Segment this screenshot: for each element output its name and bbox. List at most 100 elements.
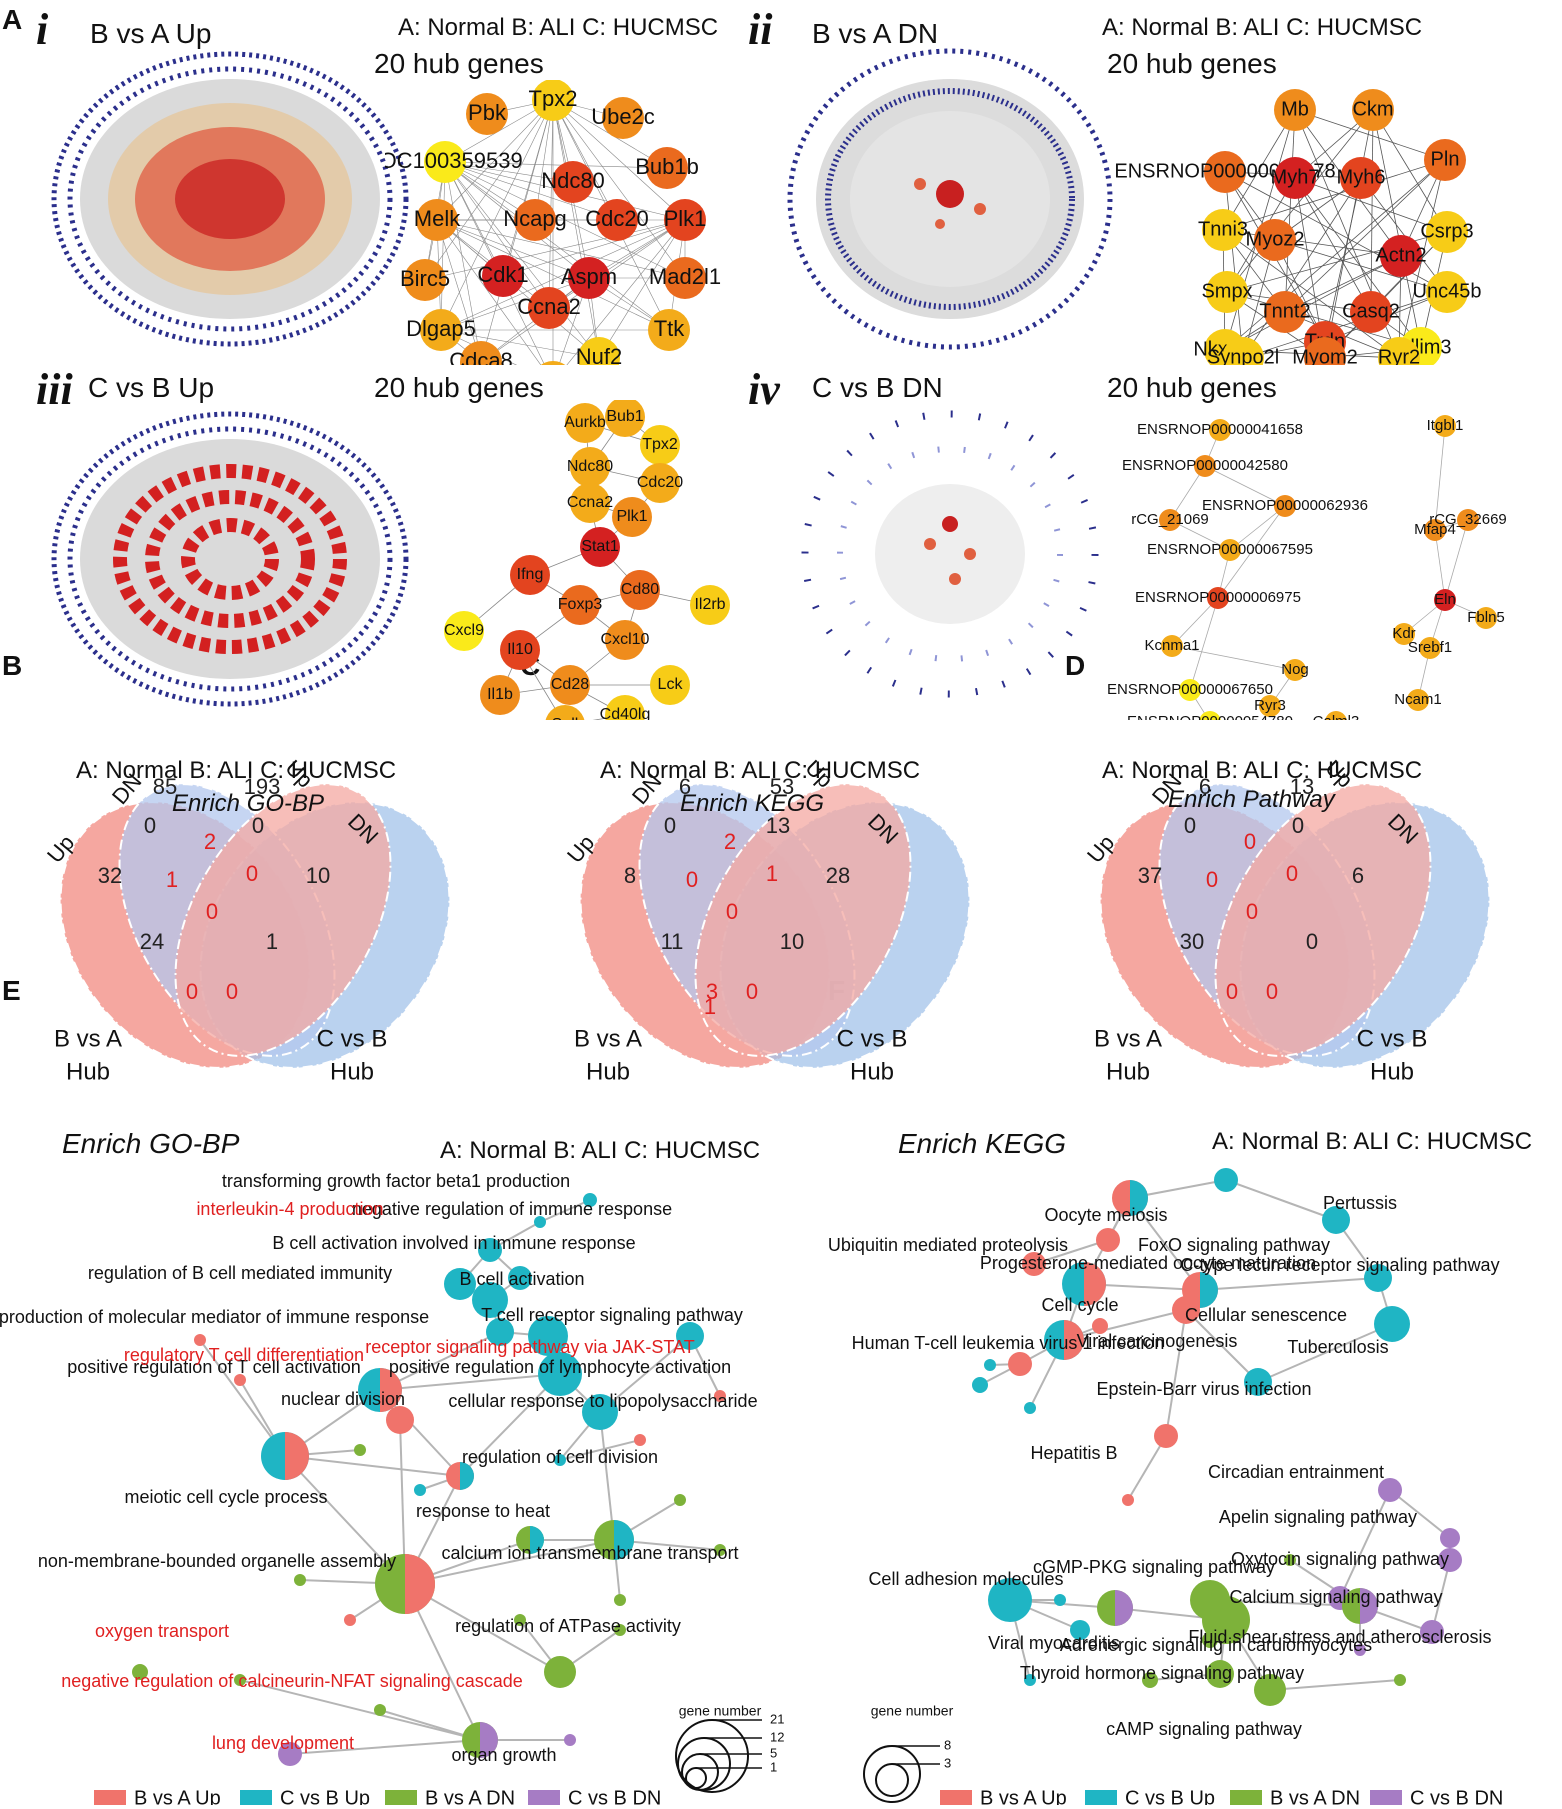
gene-node — [612, 497, 652, 537]
term-node-half — [530, 1526, 544, 1554]
term-label: Adrenergic signaling in cardiomyocytes — [1060, 1635, 1372, 1655]
gene-label: Myh7 — [1271, 166, 1320, 188]
edge — [502, 219, 686, 277]
edge — [436, 219, 686, 279]
gene-node — [1426, 271, 1468, 313]
term-node — [294, 1574, 306, 1586]
gene-label: Myh6 — [1337, 166, 1386, 188]
gene-node — [1202, 209, 1244, 251]
hub-label: B vs A — [574, 1025, 642, 1052]
edge — [1224, 171, 1244, 359]
legend-swatch — [1230, 1790, 1262, 1805]
gene-node — [580, 527, 620, 567]
gene-label: Eln — [1434, 591, 1456, 608]
term-node-half — [480, 1722, 498, 1758]
gene-label: Cd80 — [621, 581, 659, 598]
gene-node — [664, 199, 706, 241]
venn2-title: Enrich Pathway — [1168, 786, 1335, 813]
term-node — [1244, 1368, 1272, 1396]
venn-count: 6 — [679, 774, 691, 799]
term-label: production of molecular mediator of immu… — [0, 1307, 429, 1327]
hub-label: Hub — [586, 1058, 630, 1085]
gene-node — [1159, 509, 1181, 531]
gene-label: Aurkb — [564, 414, 606, 431]
term-label: Oxytocin signaling pathway — [1231, 1549, 1449, 1569]
edge — [440, 329, 600, 359]
venn-count: 0 — [1292, 813, 1304, 838]
edge — [436, 99, 554, 221]
venn-count: 1 — [704, 994, 716, 1019]
gene-node — [482, 255, 524, 297]
term-node — [972, 1377, 988, 1393]
legend-swatch — [528, 1790, 560, 1805]
title-ii: B vs A DN — [812, 18, 939, 49]
edge — [552, 99, 686, 221]
term-node — [1122, 1494, 1134, 1506]
edge — [440, 277, 590, 331]
term-label: Viral myocarditis — [988, 1633, 1120, 1653]
gene-node — [1264, 291, 1306, 333]
term-node-half — [1130, 1180, 1148, 1216]
venn-count: 32 — [98, 863, 122, 888]
term-node — [564, 1734, 576, 1746]
gene-node — [1194, 455, 1216, 477]
gene-label: Kcnma1 — [1144, 637, 1199, 654]
network-ii-big — [787, 48, 1113, 350]
gene-label: Tnnt2 — [1259, 300, 1310, 322]
gene-node — [480, 675, 520, 715]
gene-label: Mad2l1 — [649, 264, 721, 289]
term-node — [554, 1454, 566, 1466]
gene-label: Cdk1 — [477, 262, 528, 287]
venn-count: 0 — [144, 813, 156, 838]
gene-label: Myom2 — [1292, 346, 1358, 365]
term-label: Thyroid hormone signaling pathway — [1020, 1663, 1304, 1683]
term-node — [1254, 1674, 1286, 1706]
edge — [1226, 291, 1422, 349]
roman-i: i — [36, 5, 49, 54]
legend-swatch — [385, 1790, 417, 1805]
edge — [1274, 239, 1448, 293]
legend-item: B vs A DN — [425, 1787, 515, 1805]
gene-label: Lck — [658, 676, 684, 693]
edge — [436, 219, 590, 279]
term-label: Viral carcinogenesis — [1077, 1331, 1238, 1351]
term-label: response to heat — [416, 1501, 550, 1521]
gene-label: Unc45b — [1413, 280, 1482, 302]
edge — [566, 219, 686, 365]
gene-label: Myoz2 — [1246, 228, 1305, 250]
edge — [1127, 1435, 1167, 1501]
gene-node — [1199, 711, 1221, 720]
term-node — [676, 1322, 704, 1350]
gene-node — [500, 630, 540, 670]
legend-item: B vs A Up — [980, 1787, 1067, 1805]
term-node-half — [1360, 1588, 1378, 1624]
gene-node — [1304, 337, 1346, 365]
gene-label: Ncapg — [503, 206, 567, 231]
term-node — [234, 1674, 246, 1686]
term-node — [614, 1594, 626, 1606]
hub-label: C vs B — [317, 1025, 388, 1052]
groups-i: A: Normal B: ALI C: HUCMSC — [398, 14, 719, 41]
venn-count: 13 — [1290, 774, 1314, 799]
gene-label: Ryr2 — [1378, 346, 1420, 365]
gene-label: Sell — [552, 716, 579, 720]
edge — [1169, 519, 1231, 551]
term-label-red: interleukin-4 production — [196, 1199, 383, 1219]
term-node — [544, 1656, 576, 1688]
gene-node — [1274, 495, 1296, 517]
term-label: transforming growth factor beta1 product… — [222, 1171, 570, 1191]
gene-label: Cxcl10 — [601, 631, 650, 648]
gene-node — [460, 341, 502, 365]
term-node — [1142, 1672, 1158, 1688]
term-node — [278, 1742, 302, 1766]
venn-count: 2 — [724, 829, 736, 854]
legend-swatch — [1370, 1790, 1402, 1805]
hub-label: Hub — [1370, 1058, 1414, 1085]
gene-label: Pln — [1431, 148, 1460, 170]
title-i: B vs A Up — [90, 18, 212, 49]
term-node — [534, 1216, 546, 1228]
legend-swatch — [94, 1790, 126, 1805]
edge — [1225, 1179, 1337, 1221]
gene-label: ENSRNOP00000062936 — [1202, 497, 1368, 514]
edge — [1222, 229, 1402, 257]
